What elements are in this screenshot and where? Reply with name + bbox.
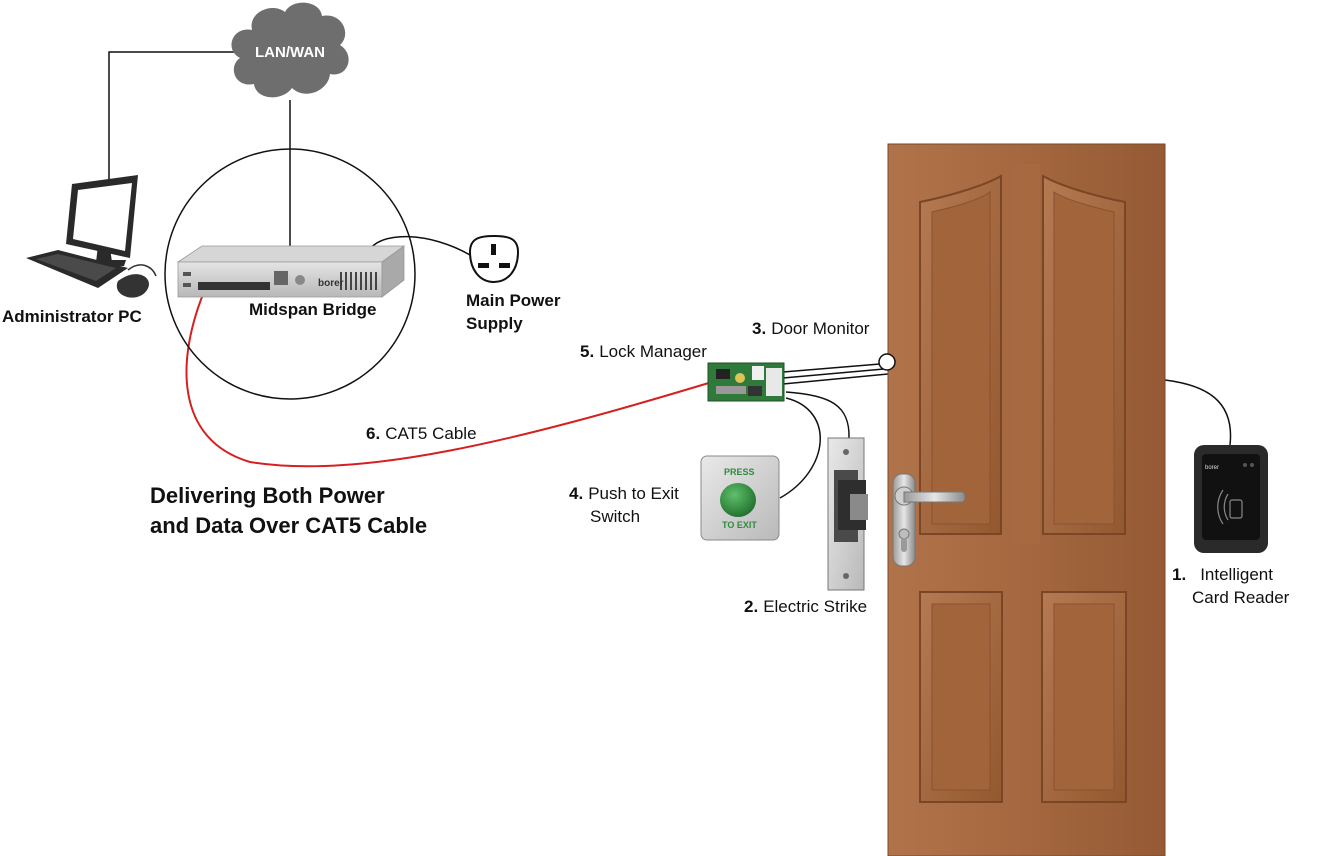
wire-lock-manager-to-strike	[785, 391, 850, 439]
door-panel-top-right	[1042, 174, 1126, 535]
lock-manager-label: 5.Lock Manager	[580, 342, 707, 361]
power-socket-icon	[468, 234, 520, 284]
computer-monitor-icon	[66, 175, 138, 266]
electric-strike-device	[827, 437, 868, 591]
network-cloud-icon	[231, 2, 349, 98]
wire-pc-to-network	[108, 51, 238, 186]
midspan-bridge-device	[176, 245, 406, 298]
midspan-zoom-circle	[164, 148, 416, 400]
midspan-label: Midspan Bridge	[249, 300, 377, 319]
door-panel-bottom-left	[919, 591, 1003, 803]
card-reader-label-line1: 1.Intelligent	[1172, 565, 1273, 584]
door-monitor-sensor	[878, 353, 896, 371]
exit-switch-label-line1: 4.Push to Exit	[569, 484, 679, 503]
exit-button-top-text: PRESS	[724, 467, 755, 477]
card-reader-label-line2: Card Reader	[1192, 588, 1290, 607]
exit-switch-device	[700, 455, 780, 541]
exit-switch-label-line2: Switch	[590, 507, 641, 526]
pc-label: Administrator PC	[2, 307, 142, 326]
card-reader-brand-text: borer	[1205, 465, 1219, 471]
wire-lock-manager-to-exit-switch	[779, 397, 821, 499]
wire-card-reader-to-door	[1164, 379, 1232, 446]
power-label-line2: Supply	[466, 314, 523, 333]
headline-line1: Delivering Both Power	[150, 483, 385, 508]
door-panel-top-left	[919, 174, 1002, 535]
exit-button-bottom-text: TO EXIT	[722, 520, 757, 530]
cat5-cable-label: 6.CAT5 Cable	[366, 424, 477, 443]
door-monitor-label: 3.Door Monitor	[752, 319, 870, 338]
midspan-brand-text: borer	[318, 278, 344, 289]
mouse-icon	[116, 264, 157, 298]
power-label-line1: Main Power	[466, 291, 561, 310]
cat5-cable	[185, 286, 713, 468]
network-label: LAN/WAN	[255, 44, 325, 61]
electric-strike-label: 2.Electric Strike	[744, 597, 868, 616]
card-reader-device	[1194, 445, 1268, 553]
keyboard-icon	[26, 250, 128, 288]
lock-manager-board	[707, 362, 785, 402]
door-handle	[892, 473, 966, 567]
headline-line2: and Data Over CAT5 Cable	[150, 513, 428, 538]
wire-lock-manager-to-door-monitor	[782, 363, 889, 385]
door-panel-bottom-right	[1041, 591, 1127, 803]
